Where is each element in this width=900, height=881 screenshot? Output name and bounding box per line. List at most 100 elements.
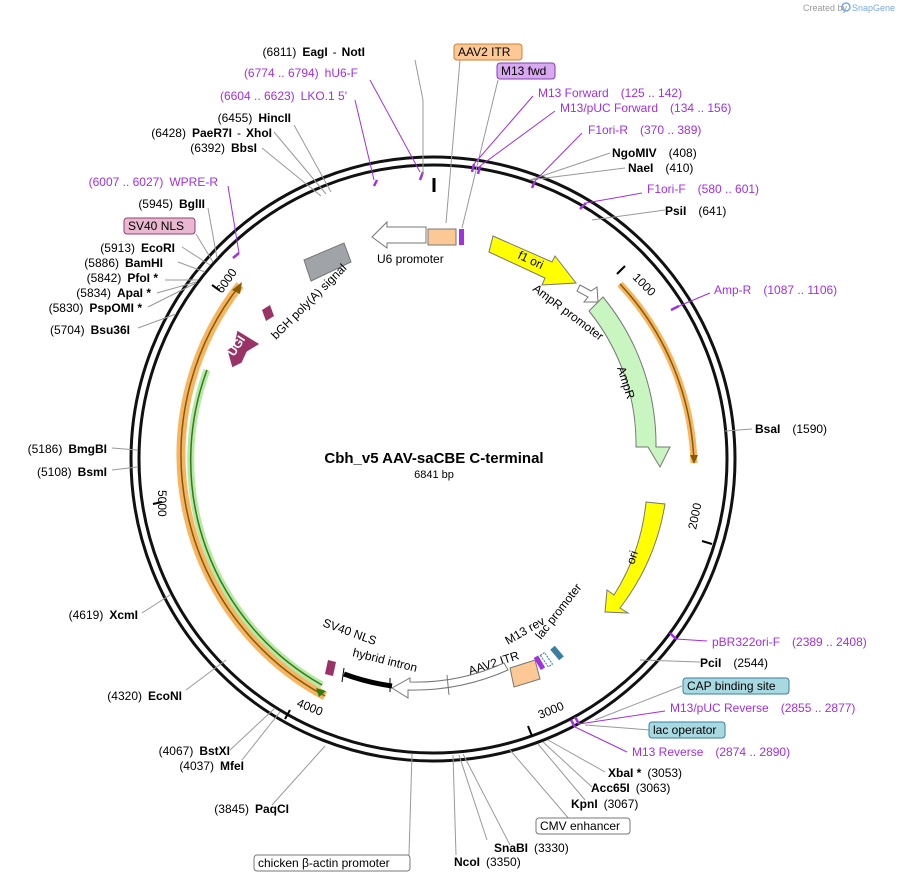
plasmid-length: 6841 bp — [414, 469, 454, 481]
site-label: (5842)PfoI * — [87, 271, 159, 285]
primer-leader-line — [534, 132, 583, 182]
leader-line — [229, 707, 276, 751]
leader-line — [591, 209, 666, 221]
primer-label: pBR322ori-F(2389 .. 2408) — [712, 635, 867, 649]
site-label: (5108)BsmI — [37, 465, 107, 479]
primer-label: M13/pUC Forward(134 .. 156) — [560, 101, 731, 115]
tick-label-5000: 5000 — [155, 490, 169, 517]
tick-label-2000: 2000 — [685, 501, 704, 530]
tick-mark — [527, 725, 533, 737]
leader-line — [261, 147, 322, 197]
tick-mark — [211, 284, 220, 291]
leader-line — [156, 281, 197, 294]
site-label: (4037)MfeI — [179, 759, 244, 773]
hybrid-intron-end — [341, 667, 345, 683]
leader-line — [509, 749, 571, 821]
site-label: (5945)BglII — [138, 197, 205, 211]
primer-mark — [232, 252, 240, 259]
tick-label-3000: 3000 — [536, 699, 566, 722]
leader-line — [445, 59, 461, 224]
site-label: (6811)EagI-NotI — [263, 45, 365, 59]
f1-ori-arrow — [488, 235, 577, 286]
site-label: SnaBI(3330) — [494, 841, 569, 855]
m13-fwd-box — [496, 62, 556, 80]
ori-label: ori — [624, 549, 641, 566]
ampr-arrow — [588, 296, 671, 469]
site-label: (6428)PaeR7I-XhoI — [151, 126, 272, 140]
site-label: (5886)BamHI — [84, 256, 163, 270]
leader-line — [111, 466, 138, 471]
leader-line — [594, 685, 683, 721]
primer-mark — [476, 165, 482, 175]
leader-line — [584, 724, 651, 731]
primer-leader-line — [227, 185, 240, 254]
orf-arrow-icon — [690, 455, 698, 464]
primer-label: Amp-R(1087 .. 1106) — [714, 283, 837, 297]
site-label: (5186)BmgBI — [28, 442, 107, 456]
primer-label: M13 Reverse(2874 .. 2890) — [632, 745, 790, 759]
watermark-text: Created by — [803, 3, 848, 13]
ugi-arrow — [226, 329, 261, 369]
ori-arrow — [604, 501, 666, 614]
site-label: (5830)PspOMI * — [49, 301, 143, 315]
lac-promoter-label: lac promoter — [532, 581, 584, 642]
plasmid-title: Cbh_v5 AAV-saCBE C-terminal — [324, 450, 543, 467]
aav2-itr-bottom-block — [509, 659, 541, 688]
primer-label: M13 Forward(125 .. 142) — [538, 86, 682, 100]
leader-line — [241, 711, 281, 761]
leader-line — [185, 659, 227, 691]
site-label: (5913)EcoRI — [100, 241, 175, 255]
primer-leader-line — [585, 192, 643, 204]
aav2-itr-top-block — [427, 228, 457, 246]
primer-mark — [530, 180, 537, 189]
leader-line — [542, 741, 593, 788]
leader-line — [724, 428, 753, 432]
leader-line — [537, 743, 586, 801]
site-label: (6455)HincII — [218, 111, 291, 125]
leader-line — [458, 754, 488, 841]
u6-promoter-label: U6 promoter — [377, 252, 444, 266]
primer-leader-line — [479, 110, 556, 167]
tick-mark — [152, 501, 163, 505]
leader-line — [293, 124, 332, 193]
leader-line — [147, 282, 197, 308]
leader-line — [529, 152, 611, 181]
leader-line — [177, 261, 206, 273]
cba-divider — [446, 674, 450, 696]
primer-leader-line — [678, 292, 711, 307]
leader-line — [271, 745, 326, 806]
site-label: (5704)Bsu36I — [50, 323, 130, 337]
site-label: PsiI(641) — [665, 204, 726, 218]
m13-fwd-block — [459, 229, 464, 245]
lac-operator-block — [550, 645, 564, 661]
cap-site-box — [682, 677, 790, 695]
nls-block — [262, 305, 274, 321]
site-label: KpnI(3067) — [571, 797, 638, 811]
site-label: NaeI(410) — [628, 161, 693, 175]
cba-promoter-box-label: chicken β-actin promoter — [258, 856, 390, 870]
hybrid-intron-label: hybrid intron — [351, 645, 418, 675]
site-label: NcoI(3350) — [454, 855, 521, 869]
site-label: (4067)BstXI — [159, 744, 230, 758]
aav2-itr-top-box-label: AAV2 ITR — [458, 45, 511, 59]
site-label: (6392)BbsI — [190, 141, 257, 155]
site-label: Acc65I(3063) — [591, 781, 670, 795]
primer-mark — [470, 163, 476, 173]
primer-label: (6604 .. 6623)LKO.1 5' — [220, 89, 347, 103]
primer-leader-line — [574, 726, 628, 753]
sv40-nls-bottom-label: SV40 NLS — [321, 616, 378, 648]
m13-rev-block — [533, 655, 546, 671]
leader-line — [452, 754, 457, 856]
leader-line — [414, 59, 424, 175]
hybrid-intron-block — [343, 671, 393, 689]
leader-line — [273, 131, 327, 195]
site-label: (4320)EcoNI — [107, 689, 182, 703]
watermark-brand: SnapGene — [852, 3, 895, 13]
site-label: (5834)ApaI * — [76, 286, 151, 300]
cmv-enhancer-box-label: CMV enhancer — [540, 819, 620, 833]
leader-line — [639, 659, 701, 663]
site-label: NgoMIV(408) — [612, 146, 697, 160]
primer-label: F1ori-R(370 .. 389) — [588, 123, 701, 137]
leader-line — [207, 207, 218, 259]
